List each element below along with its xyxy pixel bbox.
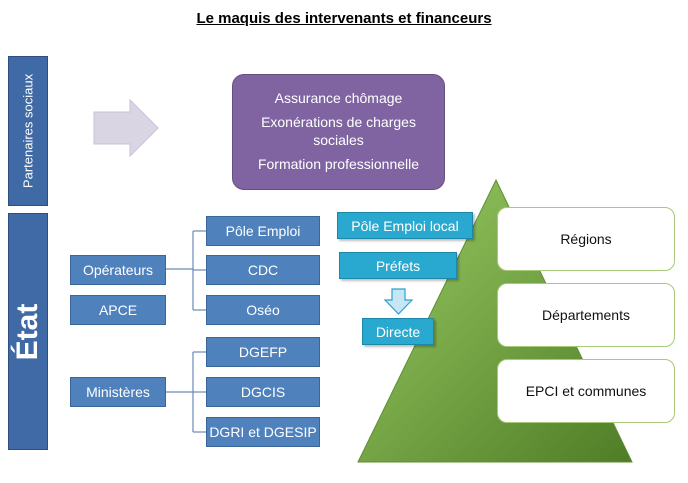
ministeres-box: Ministères: [70, 377, 166, 407]
partenaires-sociaux-bar: Partenaires sociaux: [8, 56, 48, 206]
oseo-box: Oséo: [206, 295, 320, 325]
assurance-chomage-item: Assurance chômage: [274, 90, 403, 106]
partenaires-sociaux-label: Partenaires sociaux: [20, 73, 36, 189]
dgri-dgesip-box: DGRI et DGESIP: [206, 417, 320, 447]
prefets-box: Préfets: [339, 252, 457, 279]
arrow-down-icon: [383, 288, 414, 315]
operateurs-box: Opérateurs: [70, 255, 166, 285]
pole-emploi-box: Pôle Emploi: [206, 216, 320, 246]
epci-communes-box: EPCI et communes: [497, 359, 675, 423]
regions-box: Régions: [497, 207, 675, 271]
etat-bar: État: [8, 213, 48, 450]
exonerations-item: Exonérations de charges sociales: [261, 114, 416, 148]
page-title: Le maquis des intervenants et financeurs: [196, 10, 492, 27]
operateurs-connectors: [165, 230, 206, 311]
apce-box: APCE: [70, 295, 166, 325]
ministeres-connectors: [165, 351, 206, 433]
departements-box: Départements: [497, 283, 675, 347]
cdc-box: CDC: [206, 255, 320, 285]
pole-emploi-local-box: Pôle Emploi local: [337, 212, 473, 239]
partenaires-items-box: Assurance chômage Exonérations de charge…: [232, 74, 445, 190]
dgefp-box: DGEFP: [206, 337, 320, 367]
etat-label: État: [11, 303, 44, 360]
formation-professionnelle-item: Formation professionnelle: [257, 156, 420, 172]
arrow-right-icon: [93, 98, 159, 158]
dgcis-box: DGCIS: [206, 377, 320, 407]
directe-box: Directe: [362, 318, 434, 345]
